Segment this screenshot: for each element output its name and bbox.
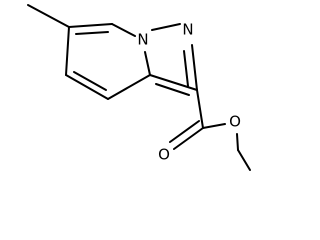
- bond-carbonyl-a: [173, 127, 204, 150]
- bond-ethyl-b: [237, 149, 251, 171]
- bond-ring5-b-inner: [183, 50, 189, 87]
- atom-label-nitrogen-b: N: [182, 21, 193, 39]
- bond-ring6-a: [65, 26, 70, 76]
- chemical-structure: N N O O: [27, 4, 251, 171]
- bond-methyl: [27, 4, 70, 28]
- bond-ring5-a: [151, 23, 181, 31]
- bond-ring6-b: [65, 74, 109, 100]
- bond-ring6-e: [111, 23, 136, 37]
- bond-ethyl-a: [236, 133, 239, 151]
- bond-ring6-b-inner: [73, 71, 107, 91]
- bond-ring5-b: [191, 44, 198, 91]
- bond-ring5-c-inner: [155, 83, 190, 96]
- bond-ring6-d: [144, 51, 151, 76]
- atom-label-carbonyl-oxygen: O: [158, 146, 170, 164]
- atom-label-ester-oxygen: O: [229, 113, 241, 131]
- bond-ring5-c: [149, 74, 198, 91]
- bond-carbonyl-b: [169, 120, 200, 143]
- bond-ester-o: [202, 123, 226, 129]
- atom-label-nitrogen-a: N: [137, 31, 148, 49]
- bond-ring6-f: [68, 23, 113, 28]
- bond-ring6-c: [107, 74, 151, 100]
- bond-carboxyl: [196, 89, 204, 129]
- bond-ring6-f-inner: [75, 31, 109, 35]
